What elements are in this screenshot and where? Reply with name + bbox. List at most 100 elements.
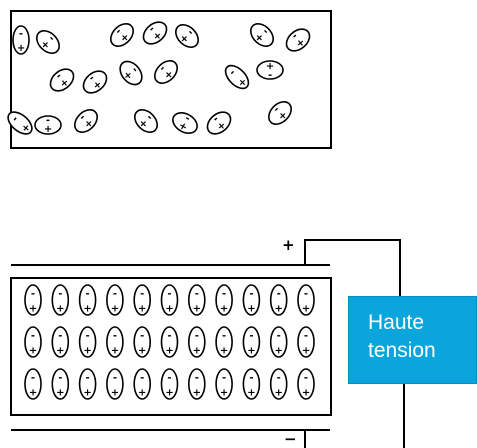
positive-sign: + — [282, 236, 295, 254]
dipole-minus-label: - — [140, 330, 144, 341]
aligned-dipole: -+ — [242, 326, 261, 358]
dipole-plus-label: + — [138, 346, 146, 357]
aligned-dipole: -+ — [242, 368, 261, 400]
dipole-minus-label: - — [144, 112, 155, 123]
dipole-plus-label: + — [247, 388, 255, 399]
dipole-minus-label: - — [167, 288, 171, 299]
dipole-minus-label: - — [46, 115, 50, 126]
dipole-minus-label: - — [87, 73, 97, 84]
dipole-minus-label: - — [31, 372, 35, 383]
dipole-minus-label: - — [222, 372, 226, 383]
dipole-minus-label: - — [249, 372, 253, 383]
dipole-minus-label: - — [227, 67, 238, 78]
dipole-minus-label: - — [77, 112, 88, 123]
dipole-plus-label: + — [29, 304, 37, 315]
random-dipole: -+ — [110, 23, 134, 47]
random-dipole: -+ — [34, 115, 62, 135]
dipole-minus-label: - — [195, 372, 199, 383]
dipole-plus-label: + — [193, 304, 201, 315]
dipole-minus-label: - — [58, 288, 62, 299]
dipole-minus-label: - — [304, 330, 308, 341]
dipole-minus-label: - — [86, 330, 90, 341]
high-voltage-supply: Haute tension — [348, 296, 477, 384]
dipole-plus-label: + — [220, 388, 228, 399]
dipole-minus-label: - — [58, 330, 62, 341]
dipole-plus-label: + — [111, 346, 119, 357]
dipole-minus-label: - — [167, 372, 171, 383]
dipole-plus-label: + — [220, 346, 228, 357]
supply-label-line2: tension — [368, 339, 436, 362]
aligned-dipole: -+ — [51, 368, 70, 400]
random-dipole: -+ — [119, 60, 143, 86]
dipole-minus-label: - — [31, 288, 35, 299]
aligned-dipole: -+ — [215, 368, 233, 400]
dipole-minus-label: - — [113, 330, 117, 341]
dipole-minus-label: - — [86, 372, 90, 383]
dipole-minus-label: - — [277, 330, 281, 341]
dipole-minus-label: - — [140, 288, 144, 299]
dipole-plus-label: + — [193, 388, 201, 399]
dipole-plus-label: + — [83, 388, 91, 399]
dipole-minus-label: - — [277, 288, 281, 299]
aligned-dipole: -+ — [51, 284, 70, 316]
aligned-dipole: -+ — [133, 284, 151, 316]
dipole-minus-label: - — [304, 372, 308, 383]
aligned-dipole: -+ — [188, 326, 206, 358]
aligned-dipole: -+ — [242, 284, 261, 316]
random-dipole: -+ — [268, 101, 292, 125]
dipole-plus-label: + — [17, 43, 25, 54]
dipole-plus-label: + — [302, 388, 310, 399]
aligned-dipole: -+ — [24, 368, 42, 400]
dipole-plus-label: + — [247, 304, 255, 315]
dipole-plus-label: + — [83, 346, 91, 357]
aligned-dipole: -+ — [106, 368, 124, 400]
dipole-minus-label: - — [113, 372, 117, 383]
dipole-plus-label: + — [138, 388, 146, 399]
aligned-dipole: -+ — [160, 368, 179, 400]
dipole-minus-label: - — [46, 33, 57, 44]
dipole-minus-label: - — [58, 372, 62, 383]
aligned-dipoles-group: -+-+-+-+-+-+-+-+-+-+-+-+-+-+-+-+-+-+-+-+… — [24, 284, 315, 400]
dipole-plus-label: + — [275, 388, 283, 399]
dipole-plus-label: + — [56, 304, 64, 315]
dipole-minus-label: - — [185, 27, 196, 38]
dipole-plus-label: + — [266, 60, 274, 71]
aligned-dipole: -+ — [215, 326, 233, 358]
dipole-plus-label: + — [111, 304, 119, 315]
dipole-minus-label: - — [54, 71, 64, 82]
dipole-plus-label: + — [165, 346, 173, 357]
dipole-plus-label: + — [83, 304, 91, 315]
dipole-plus-label: + — [275, 304, 283, 315]
dipole-minus-label: - — [10, 114, 21, 124]
aligned-dipole: -+ — [297, 326, 315, 358]
dipole-minus-label: - — [129, 65, 140, 75]
polarized-container — [10, 277, 332, 416]
dipole-plus-label: + — [165, 388, 173, 399]
aligned-dipole: -+ — [160, 284, 179, 316]
aligned-dipole: -+ — [160, 326, 179, 358]
aligned-dipole: -+ — [78, 326, 97, 358]
aligned-dipole: -+ — [297, 284, 315, 316]
random-dipole: -+ — [172, 112, 198, 134]
aligned-dipole: -+ — [215, 284, 233, 316]
dipole-minus-label: - — [277, 372, 281, 383]
dipole-minus-label: - — [113, 26, 124, 37]
dipole-minus-label: - — [86, 288, 90, 299]
aligned-dipole: -+ — [269, 284, 288, 316]
dipole-minus-label: - — [304, 288, 308, 299]
aligned-dipole: -+ — [188, 368, 206, 400]
dipole-minus-label: - — [249, 288, 253, 299]
supply-label-line1: Haute — [368, 311, 425, 334]
aligned-dipole: -+ — [269, 326, 288, 358]
unpolarized-container — [10, 10, 332, 149]
random-dipole: -+ — [74, 109, 98, 133]
dipole-minus-label: - — [195, 288, 199, 299]
dipole-minus-label: - — [31, 330, 35, 341]
random-dipole: -+ — [224, 64, 250, 90]
dipole-plus-label: + — [29, 346, 37, 357]
negative-sign: − — [284, 430, 297, 448]
aligned-dipole: -+ — [106, 326, 124, 358]
random-dipole: -+ — [142, 21, 168, 45]
dipole-minus-label: - — [222, 330, 226, 341]
dipole-plus-label: + — [275, 346, 283, 357]
